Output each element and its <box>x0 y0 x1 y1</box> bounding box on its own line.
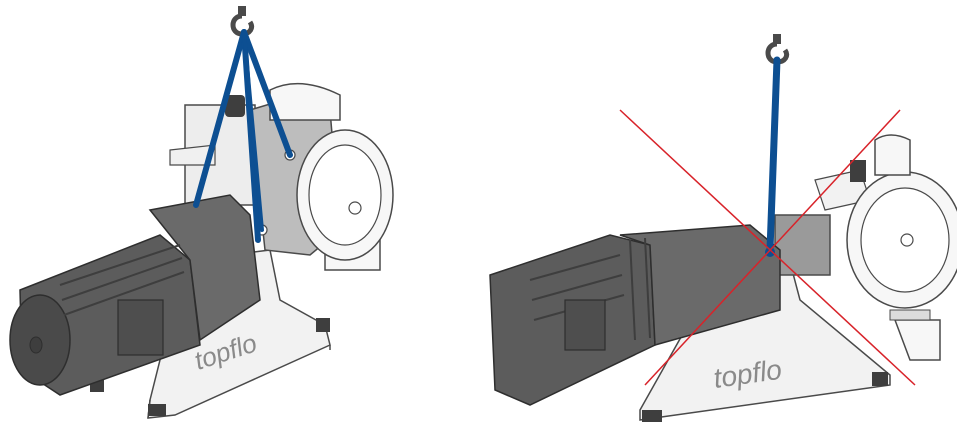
cross-out-mark <box>619 109 916 386</box>
pump-housing <box>169 82 394 271</box>
lifting-sling <box>766 56 781 254</box>
lifting-slings <box>193 29 293 243</box>
lifting-sling <box>193 29 247 208</box>
electric-motor <box>9 194 261 396</box>
stand-foot <box>316 318 330 332</box>
sling-attachment-point <box>765 247 775 257</box>
pump-housing <box>774 134 957 361</box>
stand-foot <box>872 372 888 386</box>
stand-foot <box>148 404 166 416</box>
electric-motor <box>489 224 781 406</box>
correct-lifting-illustration: topflo <box>9 6 394 419</box>
lifting-sling <box>242 30 264 232</box>
correct-lifting-panel: topflo <box>0 0 470 435</box>
incorrect-lifting-panel: topflo <box>470 0 957 435</box>
incorrect-lifting-illustration: topflo <box>489 34 957 422</box>
lifting-sling <box>241 29 293 158</box>
stand-foot <box>642 410 662 422</box>
